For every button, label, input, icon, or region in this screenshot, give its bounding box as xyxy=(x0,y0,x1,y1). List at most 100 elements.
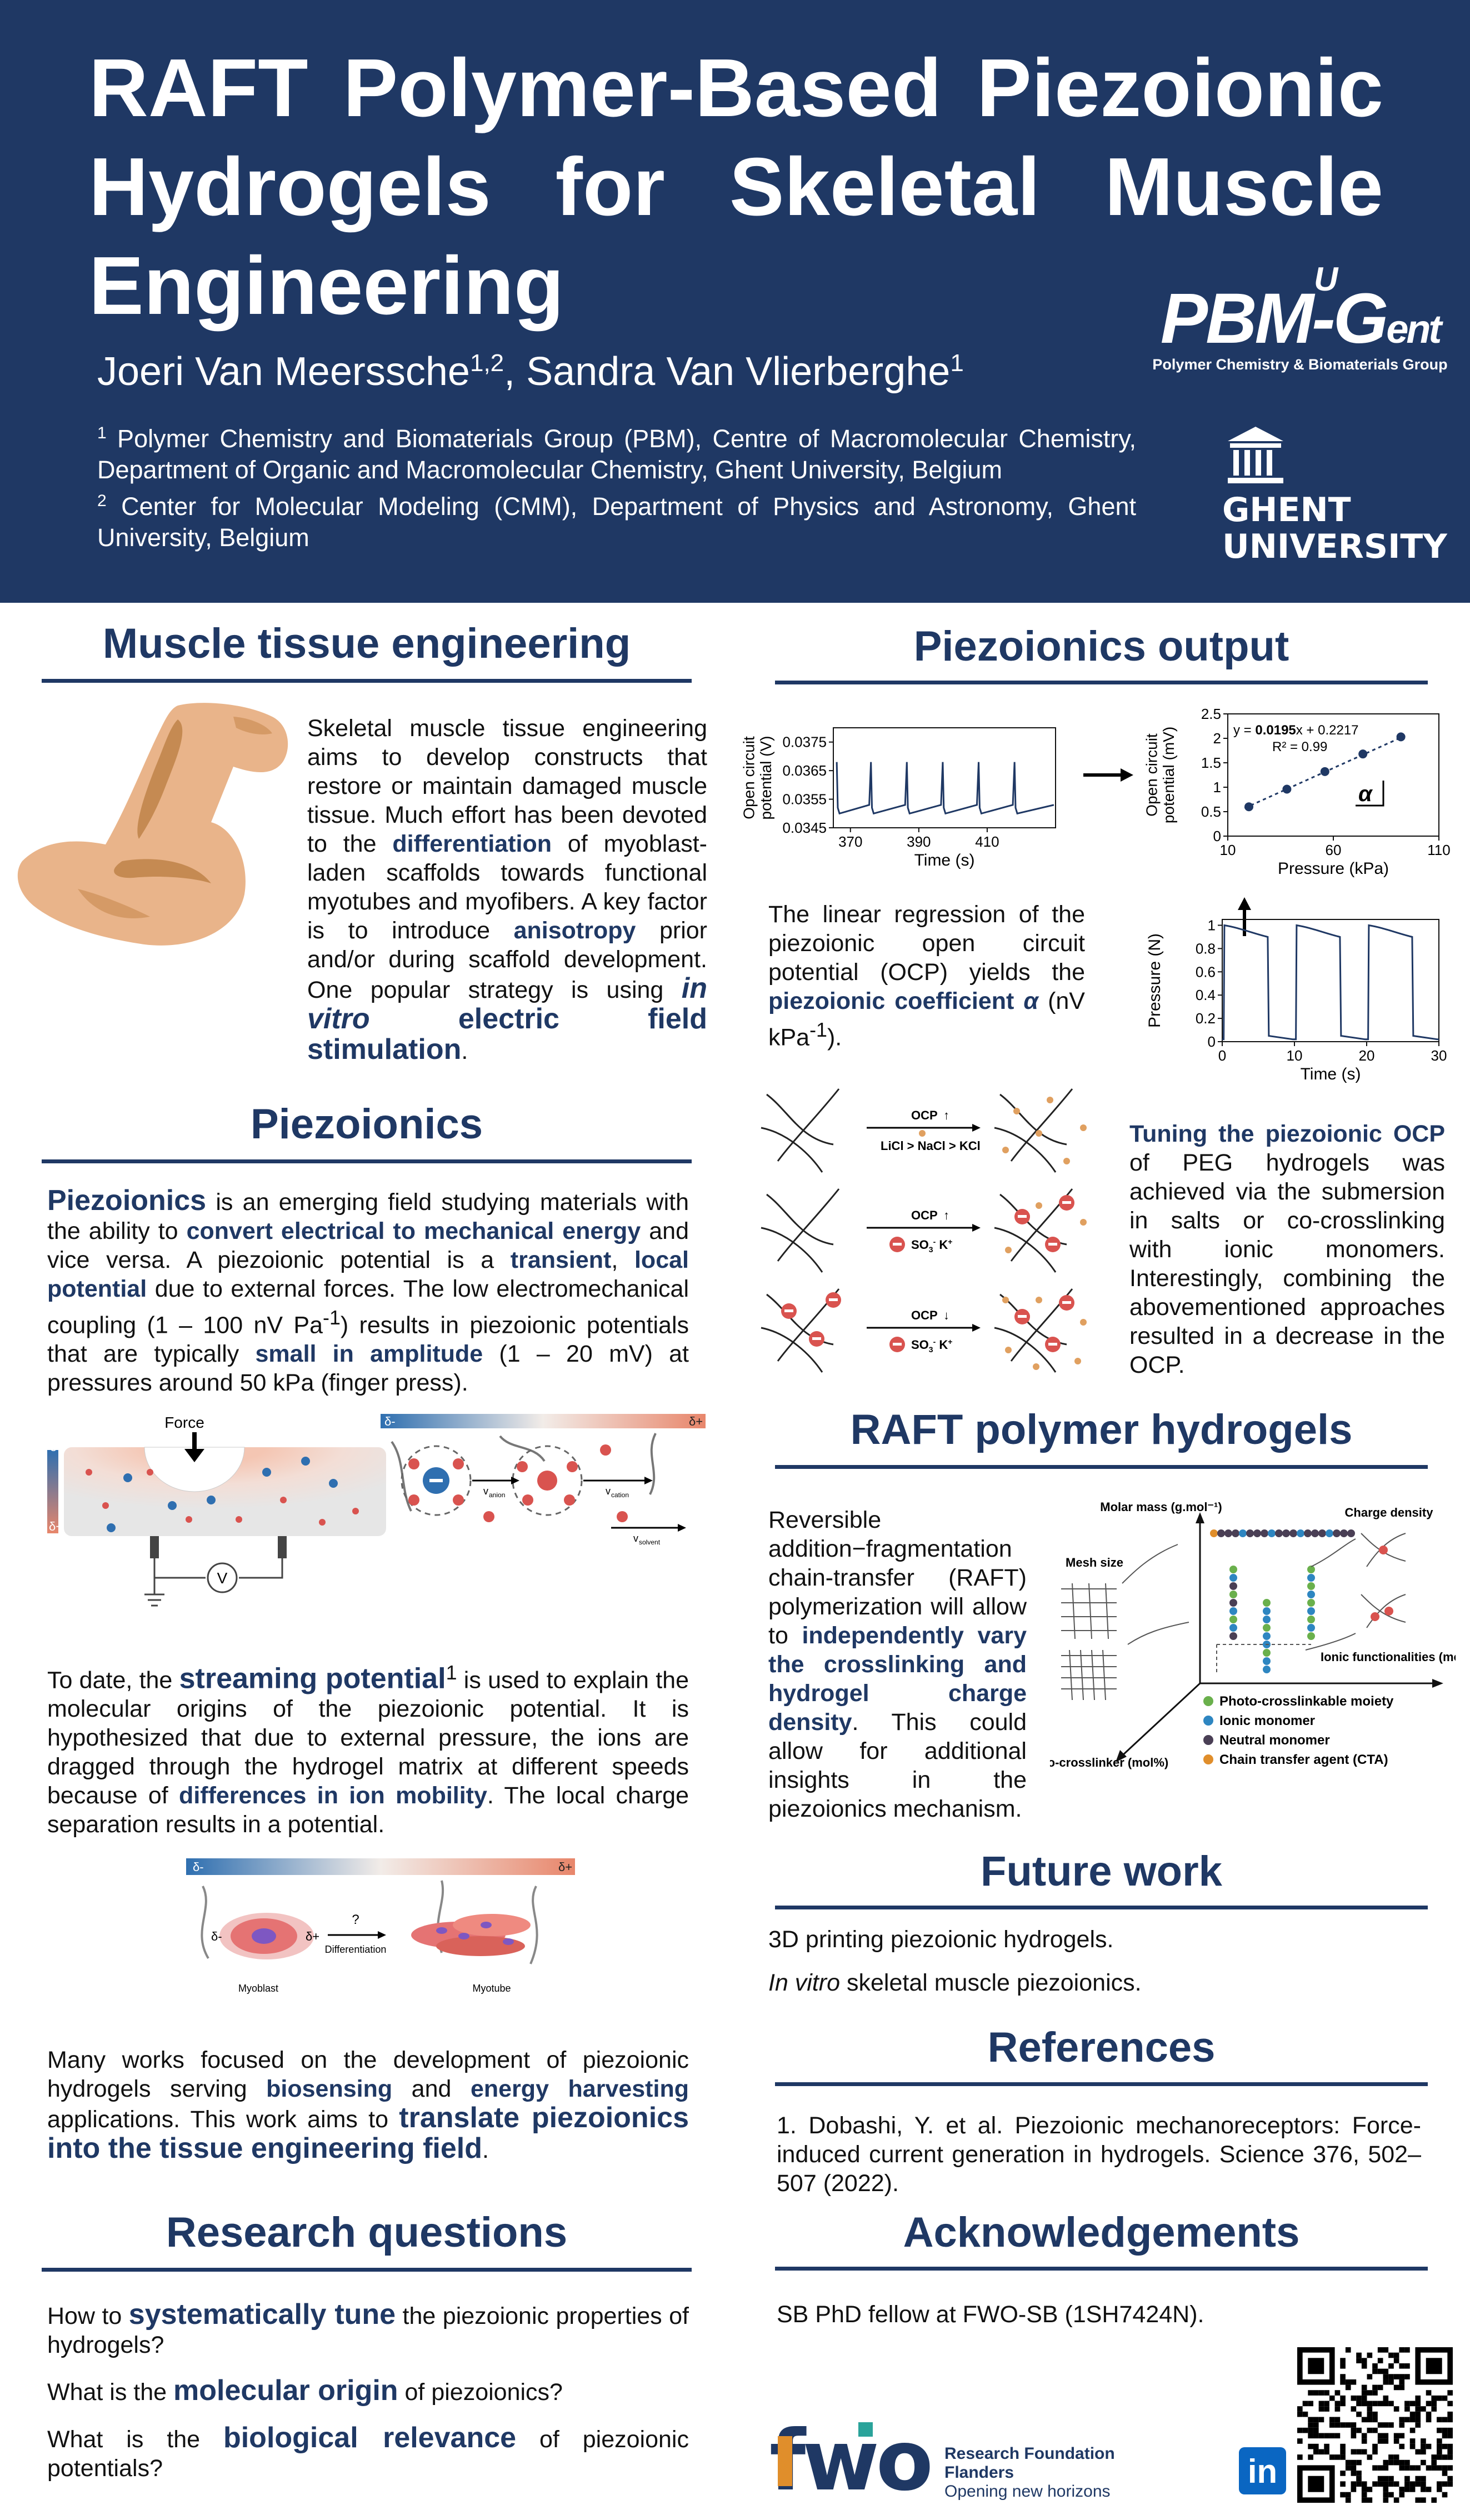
qr-module xyxy=(1372,2411,1378,2417)
qr-module xyxy=(1361,2438,1367,2444)
qr-module xyxy=(1372,2427,1378,2433)
qr-module xyxy=(1421,2476,1426,2482)
qr-module xyxy=(1367,2411,1373,2417)
raft-guide-lines xyxy=(1216,1644,1311,1672)
svg-text:↓: ↓ xyxy=(943,1308,949,1322)
svg-text:v: v xyxy=(633,1533,638,1544)
qr-module xyxy=(1329,2417,1335,2423)
qr-module xyxy=(1404,2459,1410,2466)
qr-module xyxy=(1324,2443,1329,2449)
fig-dminus-top: δ- xyxy=(384,1414,396,1428)
c1-frame xyxy=(833,727,1056,828)
qr-module xyxy=(1334,2401,1341,2407)
qr-module xyxy=(1340,2449,1346,2455)
qr-module xyxy=(1399,2379,1405,2385)
qr-module xyxy=(1415,2497,1421,2503)
raft-section-title: RAFT polymer hydrogels xyxy=(850,1406,1353,1453)
qr-module xyxy=(1393,2433,1399,2439)
raft-monomer xyxy=(1347,1529,1355,1537)
c3-frame xyxy=(1222,919,1439,1042)
qr-module xyxy=(1377,2481,1383,2487)
qr-module xyxy=(1442,2443,1448,2449)
qr-module xyxy=(1367,2487,1373,2492)
qr-module xyxy=(1356,2358,1362,2363)
raft-monomer xyxy=(1307,1632,1315,1640)
qr-module xyxy=(1308,2401,1313,2407)
qr-module xyxy=(1399,2487,1405,2492)
qr-module xyxy=(1324,2449,1329,2455)
raft-monomer xyxy=(1263,1632,1271,1640)
qr-module xyxy=(1442,2417,1448,2423)
legend-dot-ionic xyxy=(1203,1716,1213,1726)
streaming-potential-text: To date, the streaming potential1 is use… xyxy=(47,1662,689,1838)
qr-module xyxy=(1351,2427,1357,2433)
fig-voltmeter-label: V xyxy=(217,1569,228,1587)
qr-module xyxy=(1351,2487,1357,2492)
poster-title: RAFT Polymer-Based Piezoionic Hydrogels … xyxy=(89,42,1383,332)
qr-module xyxy=(1388,2379,1394,2385)
qr-module xyxy=(1399,2433,1405,2439)
qr-module xyxy=(1351,2459,1357,2466)
qr-module xyxy=(1318,2401,1324,2407)
qr-module xyxy=(1372,2368,1378,2374)
qr-module xyxy=(1437,2417,1442,2423)
raft-monomer xyxy=(1326,1529,1333,1537)
qr-module xyxy=(1308,2427,1313,2433)
qr-module xyxy=(1409,2427,1416,2433)
qr-module xyxy=(1399,2459,1405,2466)
qr-module xyxy=(1345,2384,1351,2391)
affiliations: 1 Polymer Chemistry and Biomaterials Gro… xyxy=(97,418,1136,553)
linkedin-icon[interactable]: in xyxy=(1239,2447,1286,2494)
qr-module xyxy=(1447,2443,1453,2449)
c3-ytick-label: 0.2 xyxy=(1196,1010,1216,1027)
qr-module xyxy=(1356,2395,1362,2401)
qr-module xyxy=(1297,2454,1303,2460)
qr-module xyxy=(1383,2368,1389,2374)
qr-module xyxy=(1372,2449,1378,2455)
qr-module xyxy=(1393,2438,1399,2444)
raft-monomer xyxy=(1224,1529,1232,1537)
qr-module xyxy=(1324,2406,1329,2412)
raft-monomer xyxy=(1307,1616,1315,1623)
ocp-time-ylabel: Open circuitpotential (V) xyxy=(742,736,774,820)
qr-module xyxy=(1334,2390,1341,2396)
ocp-pressure-point xyxy=(1244,802,1253,812)
muscle-text: Skeletal muscle tissue engineering aims … xyxy=(307,715,707,1066)
qr-module xyxy=(1356,2401,1362,2407)
qr-module xyxy=(1404,2363,1410,2369)
qr-module xyxy=(1351,2433,1357,2439)
qr-module xyxy=(1318,2433,1324,2439)
qr-module xyxy=(1447,2449,1453,2455)
qr-module xyxy=(1399,2422,1405,2428)
svg-text:Ionic monomer: Ionic monomer xyxy=(1219,1713,1315,1728)
qr-module xyxy=(1421,2443,1426,2449)
qr-module xyxy=(1302,2427,1308,2433)
c3-ytick-label: 1 xyxy=(1208,917,1216,933)
qr-code[interactable] xyxy=(1297,2347,1453,2503)
qr-module xyxy=(1318,2449,1324,2455)
future-work-title: Future work xyxy=(981,1848,1222,1895)
fig-ions xyxy=(86,1457,359,1532)
qr-module xyxy=(1377,2358,1383,2363)
qr-module xyxy=(1308,2422,1313,2428)
qr-module xyxy=(1340,2363,1346,2369)
references-divider xyxy=(775,2082,1428,2086)
qr-module xyxy=(1404,2347,1410,2353)
qr-module xyxy=(1302,2401,1308,2407)
ghent-building-icon xyxy=(1228,427,1283,483)
qr-module xyxy=(1372,2363,1378,2369)
ocp-tuning-scheme: OCP ↑ LiCl > NaCl > KCl OCP ↑ SO3- K+ OC… xyxy=(761,1088,1087,1373)
qr-module xyxy=(1409,2443,1416,2449)
myotube-shape xyxy=(411,1914,531,1956)
qr-module xyxy=(1377,2433,1383,2439)
qr-module xyxy=(1426,2411,1432,2417)
qr-module xyxy=(1361,2497,1367,2503)
qr-module xyxy=(1383,2497,1389,2503)
qr-module xyxy=(1442,2395,1448,2401)
qr-module xyxy=(1345,2379,1351,2385)
research-questions-divider xyxy=(42,2268,692,2272)
qr-module xyxy=(1388,2352,1394,2358)
qr-module xyxy=(1404,2401,1410,2407)
